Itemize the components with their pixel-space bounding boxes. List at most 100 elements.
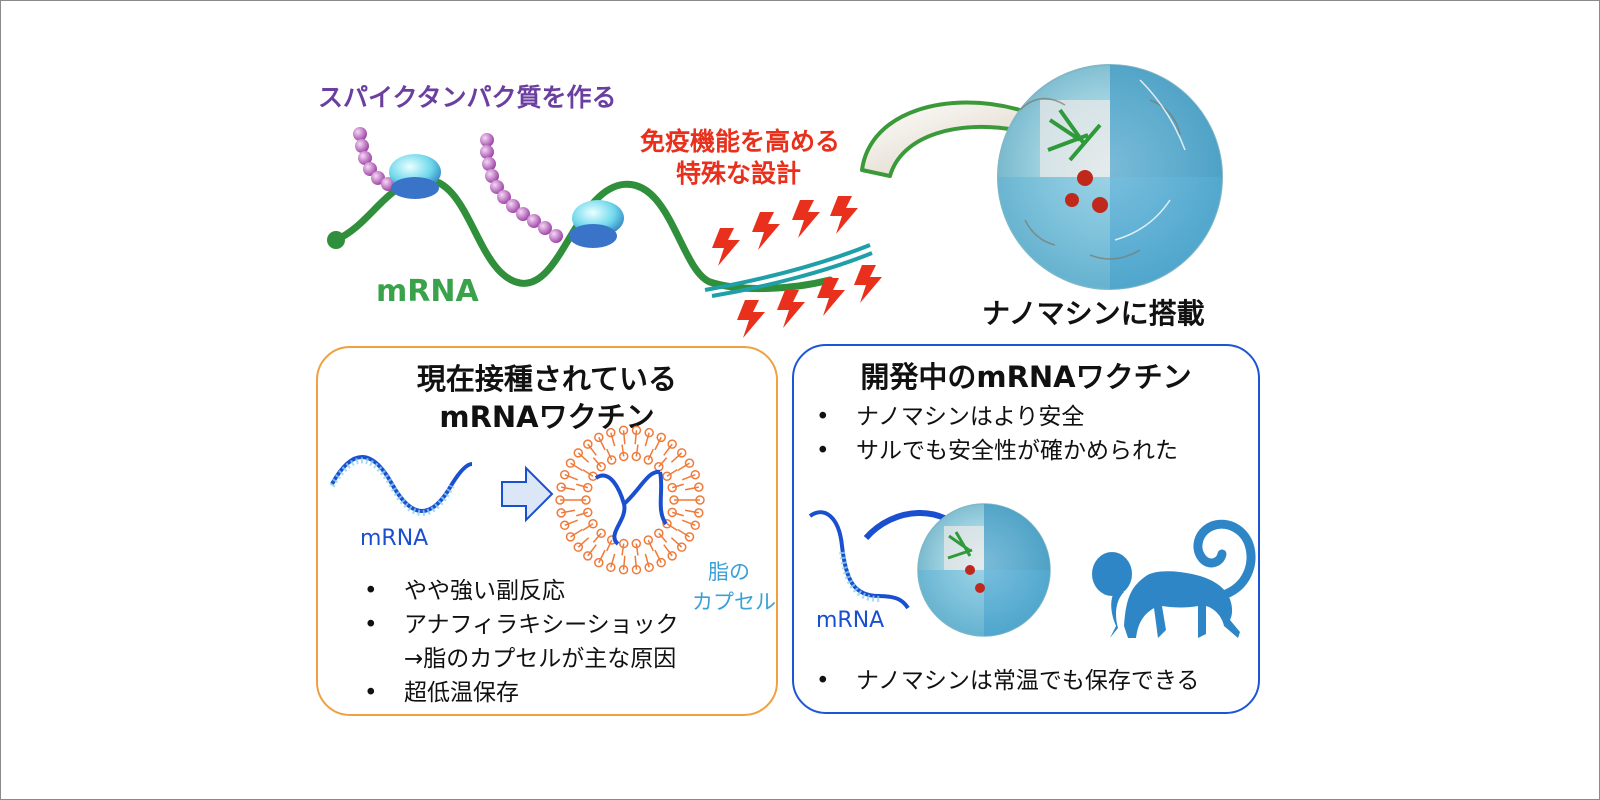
- right-mrna-label: mRNA: [816, 608, 885, 633]
- lightning-bolts: [712, 196, 882, 338]
- lipid-tail: [622, 430, 626, 445]
- lipid-head: [581, 495, 591, 505]
- lipid-head: [684, 458, 695, 468]
- lipid-tail: [621, 444, 625, 457]
- right-bottom-bullet-list: •ナノマシンは常温でも保存できる: [816, 664, 1199, 698]
- lipid-head: [631, 564, 642, 575]
- lipid-tail: [663, 443, 673, 456]
- lipid-tail: [654, 437, 662, 451]
- lipid-head: [667, 439, 677, 449]
- lipid-head: [662, 519, 672, 529]
- lipid-tail: [610, 432, 616, 447]
- lipid-head: [606, 455, 617, 465]
- right-arrow-icon: [501, 465, 554, 523]
- lipid-head: [594, 432, 604, 443]
- lipid-head: [631, 451, 642, 462]
- lipid-tail: [654, 549, 662, 563]
- lipid-head: [690, 469, 701, 480]
- lipid-head: [606, 562, 616, 573]
- left-mrna-label: mRNA: [360, 526, 429, 551]
- lipid-tail: [684, 486, 699, 491]
- lipid-head: [667, 482, 677, 493]
- lipid-head: [556, 508, 566, 518]
- lipid-head: [676, 542, 687, 552]
- lipid-head: [583, 439, 593, 449]
- lipid-tail: [576, 511, 588, 517]
- lipid-head: [656, 432, 666, 443]
- lipid-tail: [670, 537, 683, 548]
- lipid-head: [565, 458, 576, 468]
- lipid-head: [690, 520, 701, 531]
- lipid-head: [643, 455, 654, 465]
- lipid-tail: [634, 555, 638, 570]
- capsule-label-line2: カプセル: [692, 590, 776, 614]
- lipid-head: [565, 532, 576, 542]
- lipid-head: [573, 448, 584, 458]
- lipid-tail: [672, 511, 684, 517]
- lipid-tail: [684, 509, 699, 514]
- lipid-tail: [592, 532, 602, 543]
- lipid-head: [588, 519, 598, 529]
- spike-protein-label: スパイクタンパク質を作る: [318, 83, 617, 112]
- lipid-tail: [561, 509, 576, 514]
- lipid-tail: [582, 523, 594, 531]
- lipid-head: [694, 482, 704, 492]
- right-panel-title: 開発中のmRNAワクチン: [860, 360, 1192, 394]
- lipid-head: [667, 551, 677, 561]
- nanomachine-label: ナノマシンに搭載: [982, 297, 1205, 330]
- lipid-tail: [644, 432, 650, 447]
- mrna-cap-bead: [327, 231, 345, 249]
- list-item: •やや強い副反応: [364, 578, 565, 604]
- lipid-head: [618, 564, 629, 575]
- capsule-label-line1: 脂の: [708, 560, 750, 584]
- lipid-head: [676, 448, 687, 458]
- lipid-head: [667, 507, 677, 518]
- lipid-head: [654, 461, 664, 472]
- list-item: •超低温保存: [364, 680, 519, 706]
- lipid-tail: [658, 532, 668, 543]
- lipid-head: [669, 495, 679, 505]
- lipid-tail: [598, 437, 606, 451]
- lipid-tail: [666, 523, 678, 531]
- lipid-tail: [561, 486, 576, 491]
- lipid-tail: [647, 448, 654, 461]
- lipid-head: [618, 425, 629, 436]
- lipid-head: [606, 427, 616, 438]
- lipid-head: [618, 451, 629, 462]
- encapsulated-mrna: [594, 469, 668, 546]
- list-item: •アナフィラキシーショック: [364, 612, 679, 638]
- left-bullet-list: •やや強い副反応 •アナフィラキシーショック →脂のカプセルが主な原因 •超低温…: [364, 574, 679, 710]
- lipid-tail: [564, 474, 579, 481]
- lipid-tail: [621, 543, 625, 556]
- lipid-head: [594, 557, 604, 568]
- lipid-tail: [587, 544, 597, 557]
- lipid-head: [684, 532, 695, 542]
- list-item: •ナノマシンは常温でも保存できる: [816, 668, 1200, 694]
- lipid-head: [596, 461, 606, 472]
- lipid-head: [694, 508, 704, 518]
- peptide-chain-1: [353, 127, 395, 191]
- lipid-head: [559, 520, 570, 531]
- lipid-tail: [635, 444, 639, 457]
- left-panel-title-line2: mRNAワクチン: [439, 400, 655, 434]
- monkey-icon: [1092, 519, 1256, 638]
- left-panel-diagram: [329, 425, 705, 575]
- lipid-tail: [570, 462, 583, 472]
- lipid-tail: [587, 443, 597, 456]
- list-item-sub: →脂のカプセルが主な原因: [404, 646, 677, 672]
- lipid-tail: [663, 544, 673, 557]
- lipid-head: [618, 538, 629, 549]
- lipid-head: [583, 482, 593, 493]
- lipid-tail: [570, 528, 583, 538]
- lipid-head: [662, 471, 672, 481]
- lipid-head: [631, 425, 642, 436]
- lipid-head: [583, 551, 593, 561]
- lipid-tail: [681, 519, 696, 526]
- lipid-tail: [610, 553, 616, 568]
- immune-design-label-line1: 免疫機能を高める: [640, 127, 841, 156]
- lipid-head: [555, 495, 565, 505]
- lipid-tail: [647, 539, 654, 552]
- lipid-tail: [635, 543, 639, 556]
- left-panel-title-line1: 現在接種されている: [416, 362, 678, 396]
